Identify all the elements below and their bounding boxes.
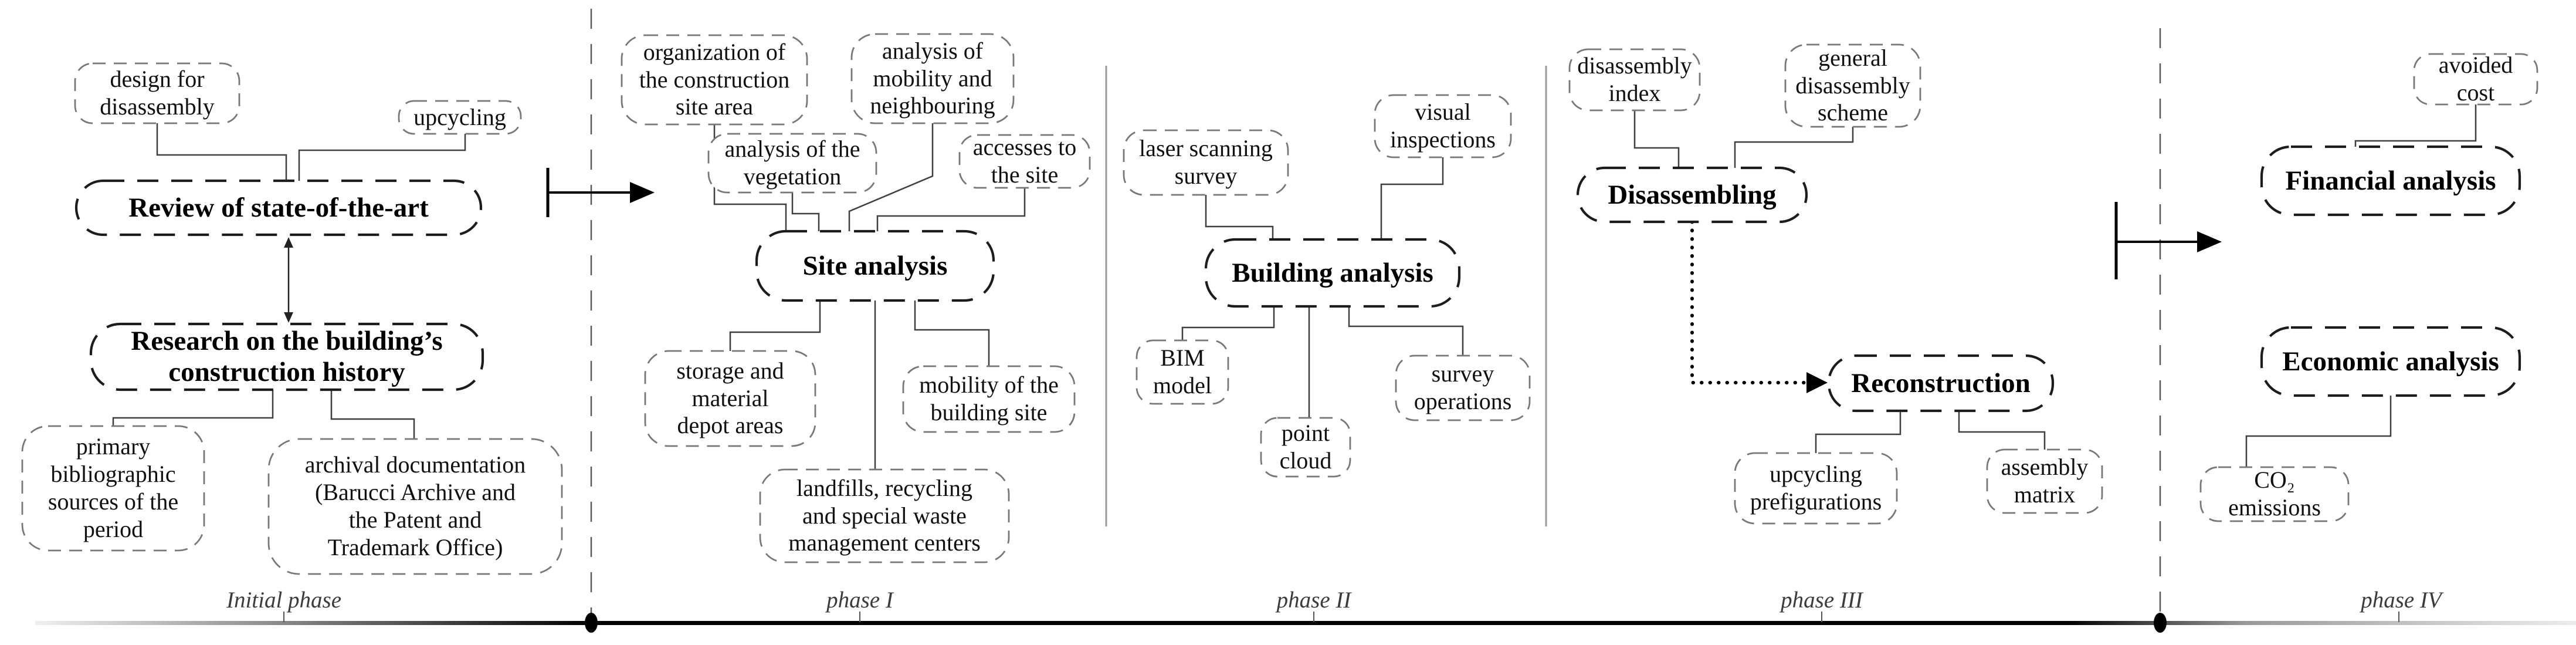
primary-box-outlines <box>74 145 2521 413</box>
node-assembly-matrix: assembly matrix <box>2001 454 2089 508</box>
flow-arrow-initial-to-phase-i <box>546 168 655 217</box>
node-research-construction-history: Research on the building’s construction … <box>131 326 443 387</box>
node-accesses-to-site: accesses to the site <box>972 134 1077 188</box>
node-financial-analysis: Financial analysis <box>2285 165 2496 196</box>
node-analysis-mobility-neighbouring: analysis of mobility and neighbouring <box>870 37 995 119</box>
node-site-analysis: Site analysis <box>802 250 948 281</box>
node-design-for-disassembly: design for disassembly <box>100 66 215 120</box>
node-disassembling: Disassembling <box>1608 179 1777 210</box>
phase-label-phase-iv: phase IV <box>2361 587 2442 613</box>
phase-label-initial: Initial phase <box>226 587 342 613</box>
node-bim-model: BIM model <box>1153 345 1212 399</box>
node-survey-operations: survey operations <box>1414 360 1512 414</box>
node-general-disassembly-scheme: general disassembly scheme <box>1795 44 1910 126</box>
phase-label-phase-ii: phase II <box>1276 587 1351 613</box>
node-archival-documentation: archival documentation (Barucci Archive … <box>304 451 526 560</box>
node-review-state-of-the-art: Review of state-of-the-art <box>128 192 429 223</box>
bidirectional-arrow <box>284 237 293 323</box>
node-storage-material-depot-areas: storage and material depot areas <box>676 357 784 439</box>
dotted-arrow-disassembling-to-reconstruction <box>1690 220 1828 393</box>
node-organization-construction-site-area: organization of the construction site ar… <box>639 38 790 120</box>
flow-arrow-phase-iii-to-iv <box>2114 202 2222 279</box>
phase-tick-marks <box>283 612 2399 622</box>
node-point-cloud: point cloud <box>1279 420 1332 474</box>
node-primary-bibliographic-sources: primary bibliographic sources of the per… <box>48 433 179 542</box>
node-co2-emissions: CO₂ emissions <box>2228 467 2321 521</box>
node-upcycling-prefigurations: upcycling prefigurations <box>1750 461 1882 515</box>
timeline-axis <box>35 621 2576 625</box>
node-reconstruction: Reconstruction <box>1851 367 2031 399</box>
node-visual-inspections: visual inspections <box>1390 99 1496 153</box>
node-landfills-recycling-waste: landfills, recycling and special waste m… <box>788 474 981 556</box>
node-laser-scanning-survey: laser scanning survey <box>1139 135 1273 189</box>
timeline-milestone-dot-2 <box>2154 613 2167 633</box>
node-building-analysis: Building analysis <box>1232 257 1433 288</box>
connector-lines <box>112 104 2477 470</box>
node-mobility-building-site: mobility of the building site <box>919 372 1059 426</box>
timeline-milestone-dot-1 <box>585 613 598 633</box>
phase-label-phase-iii: phase III <box>1781 587 1863 613</box>
secondary-box-outlines <box>21 33 2538 575</box>
node-upcycling: upcycling <box>413 103 506 130</box>
node-analysis-vegetation: analysis of the vegetation <box>724 136 860 190</box>
node-economic-analysis: Economic analysis <box>2282 346 2499 377</box>
node-disassembly-index: disassembly index <box>1577 52 1692 106</box>
node-avoided-cost: avoided cost <box>2438 52 2513 106</box>
phase-label-phase-i: phase I <box>826 587 893 613</box>
